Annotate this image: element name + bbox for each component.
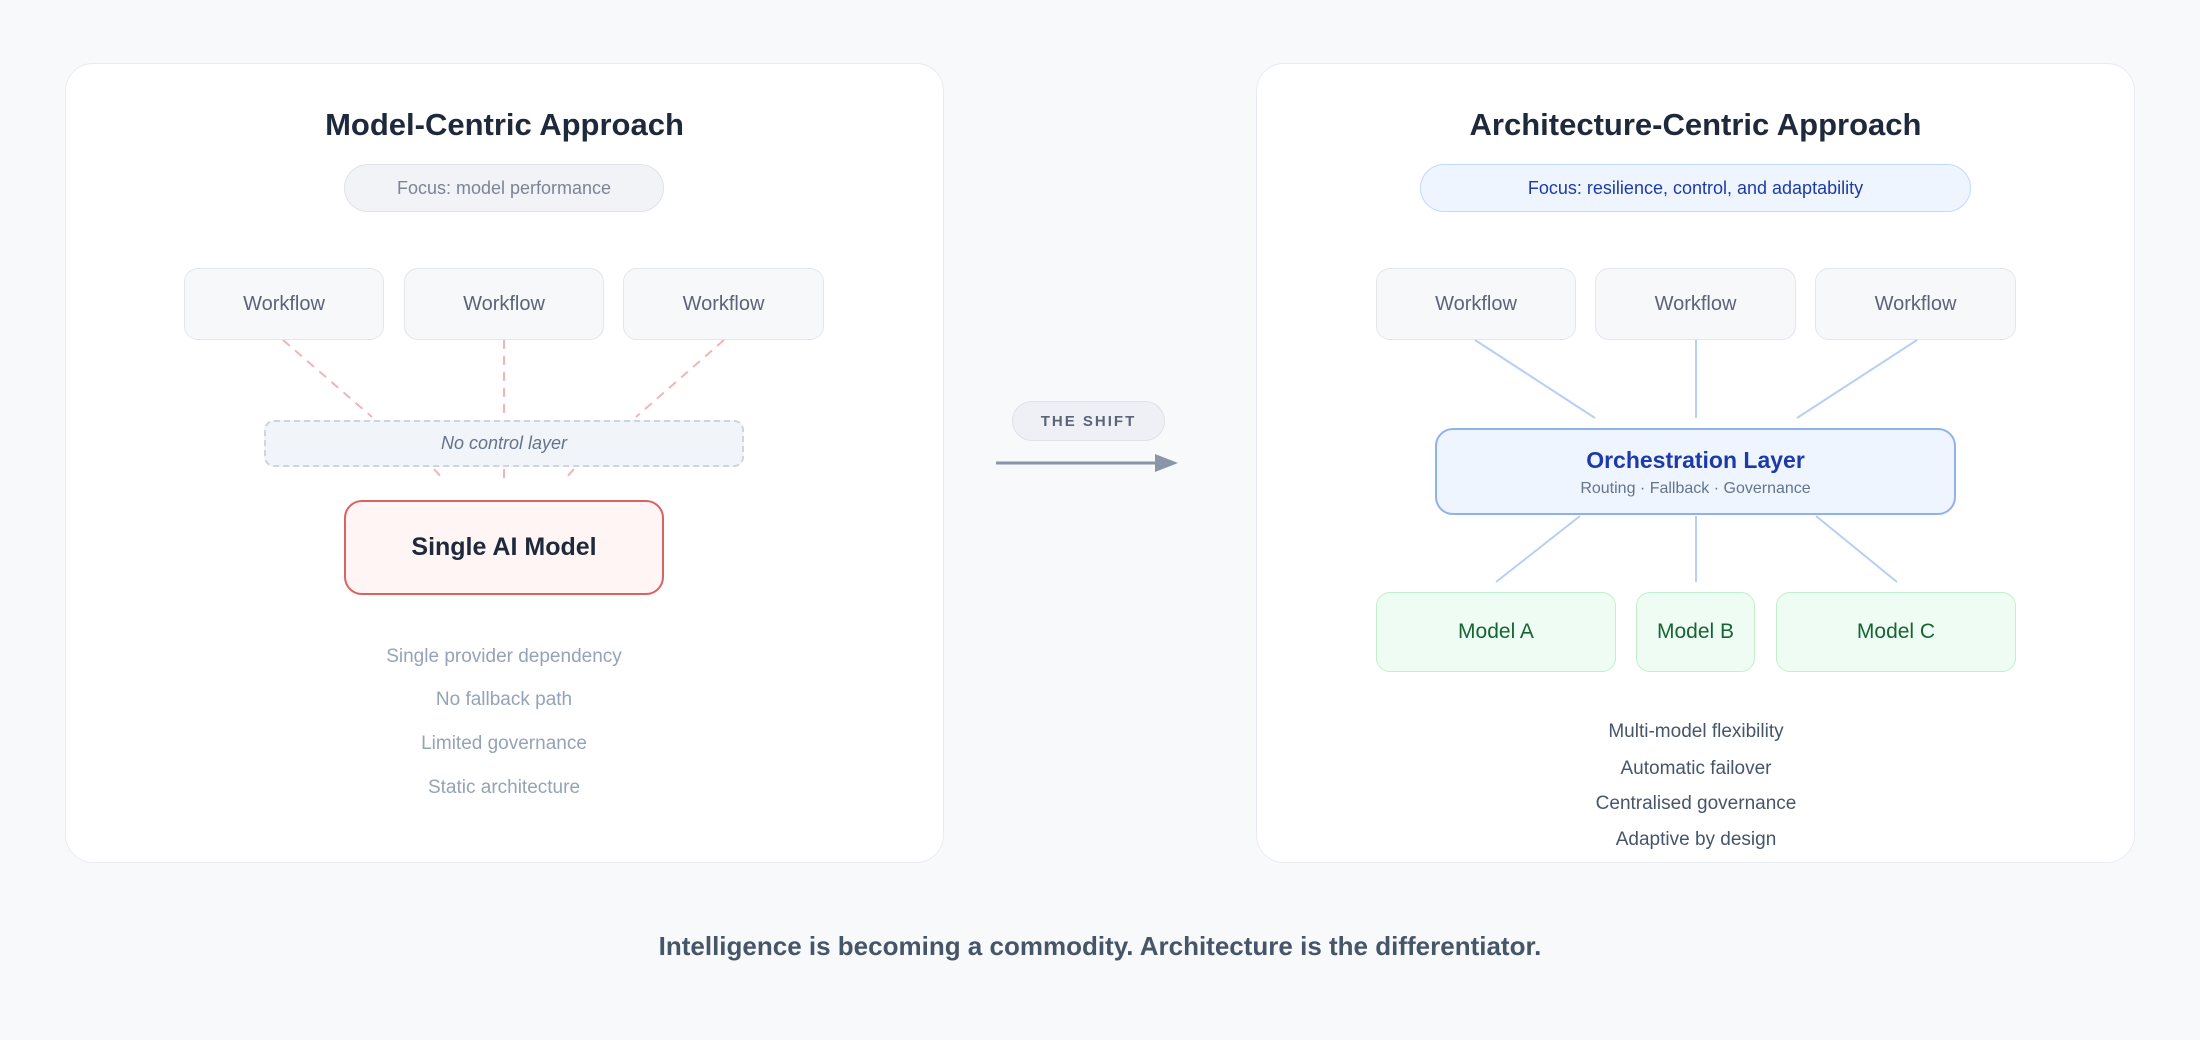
left-bullet: Single provider dependency xyxy=(386,646,622,667)
right-workflow: Workflow xyxy=(1376,268,1576,340)
right-workflow: Workflow xyxy=(1815,268,2016,340)
orchestration-subtitle: Routing · Fallback · Governance xyxy=(1580,480,1811,497)
orchestration-layer: Orchestration Layer Routing · Fallback ·… xyxy=(1435,428,1956,515)
left-workflow: Workflow xyxy=(404,268,604,340)
single-ai-model: Single AI Model xyxy=(344,500,664,595)
model-b: Model B xyxy=(1636,592,1755,672)
right-workflow: Workflow xyxy=(1595,268,1796,340)
right-bullet: Multi-model flexibility xyxy=(1608,721,1784,742)
right-title: Architecture-Centric Approach xyxy=(1469,107,1922,142)
right-focus-pill: Focus: resilience, control, and adaptabi… xyxy=(1420,164,1971,212)
model-a: Model A xyxy=(1376,592,1616,672)
model-c: Model C xyxy=(1776,592,2016,672)
right-bullet: Automatic failover xyxy=(1620,758,1772,779)
left-bullet: Static architecture xyxy=(427,777,581,798)
shift-arrow-icon xyxy=(996,454,1178,472)
right-bullet: Centralised governance xyxy=(1595,793,1797,814)
footer-tagline: Intelligence is becoming a commodity. Ar… xyxy=(658,930,1542,961)
orchestration-title: Orchestration Layer xyxy=(1586,447,1805,473)
right-bullet: Adaptive by design xyxy=(1615,829,1777,850)
left-workflow: Workflow xyxy=(623,268,824,340)
left-bullet: No fallback path xyxy=(435,689,573,710)
left-focus-pill: Focus: model performance xyxy=(344,164,664,212)
left-title: Model-Centric Approach xyxy=(325,107,684,142)
the-shift-badge: THE SHIFT xyxy=(1012,401,1165,441)
left-workflow: Workflow xyxy=(184,268,384,340)
no-control-layer: No control layer xyxy=(264,420,744,467)
left-bullet: Limited governance xyxy=(421,733,587,754)
